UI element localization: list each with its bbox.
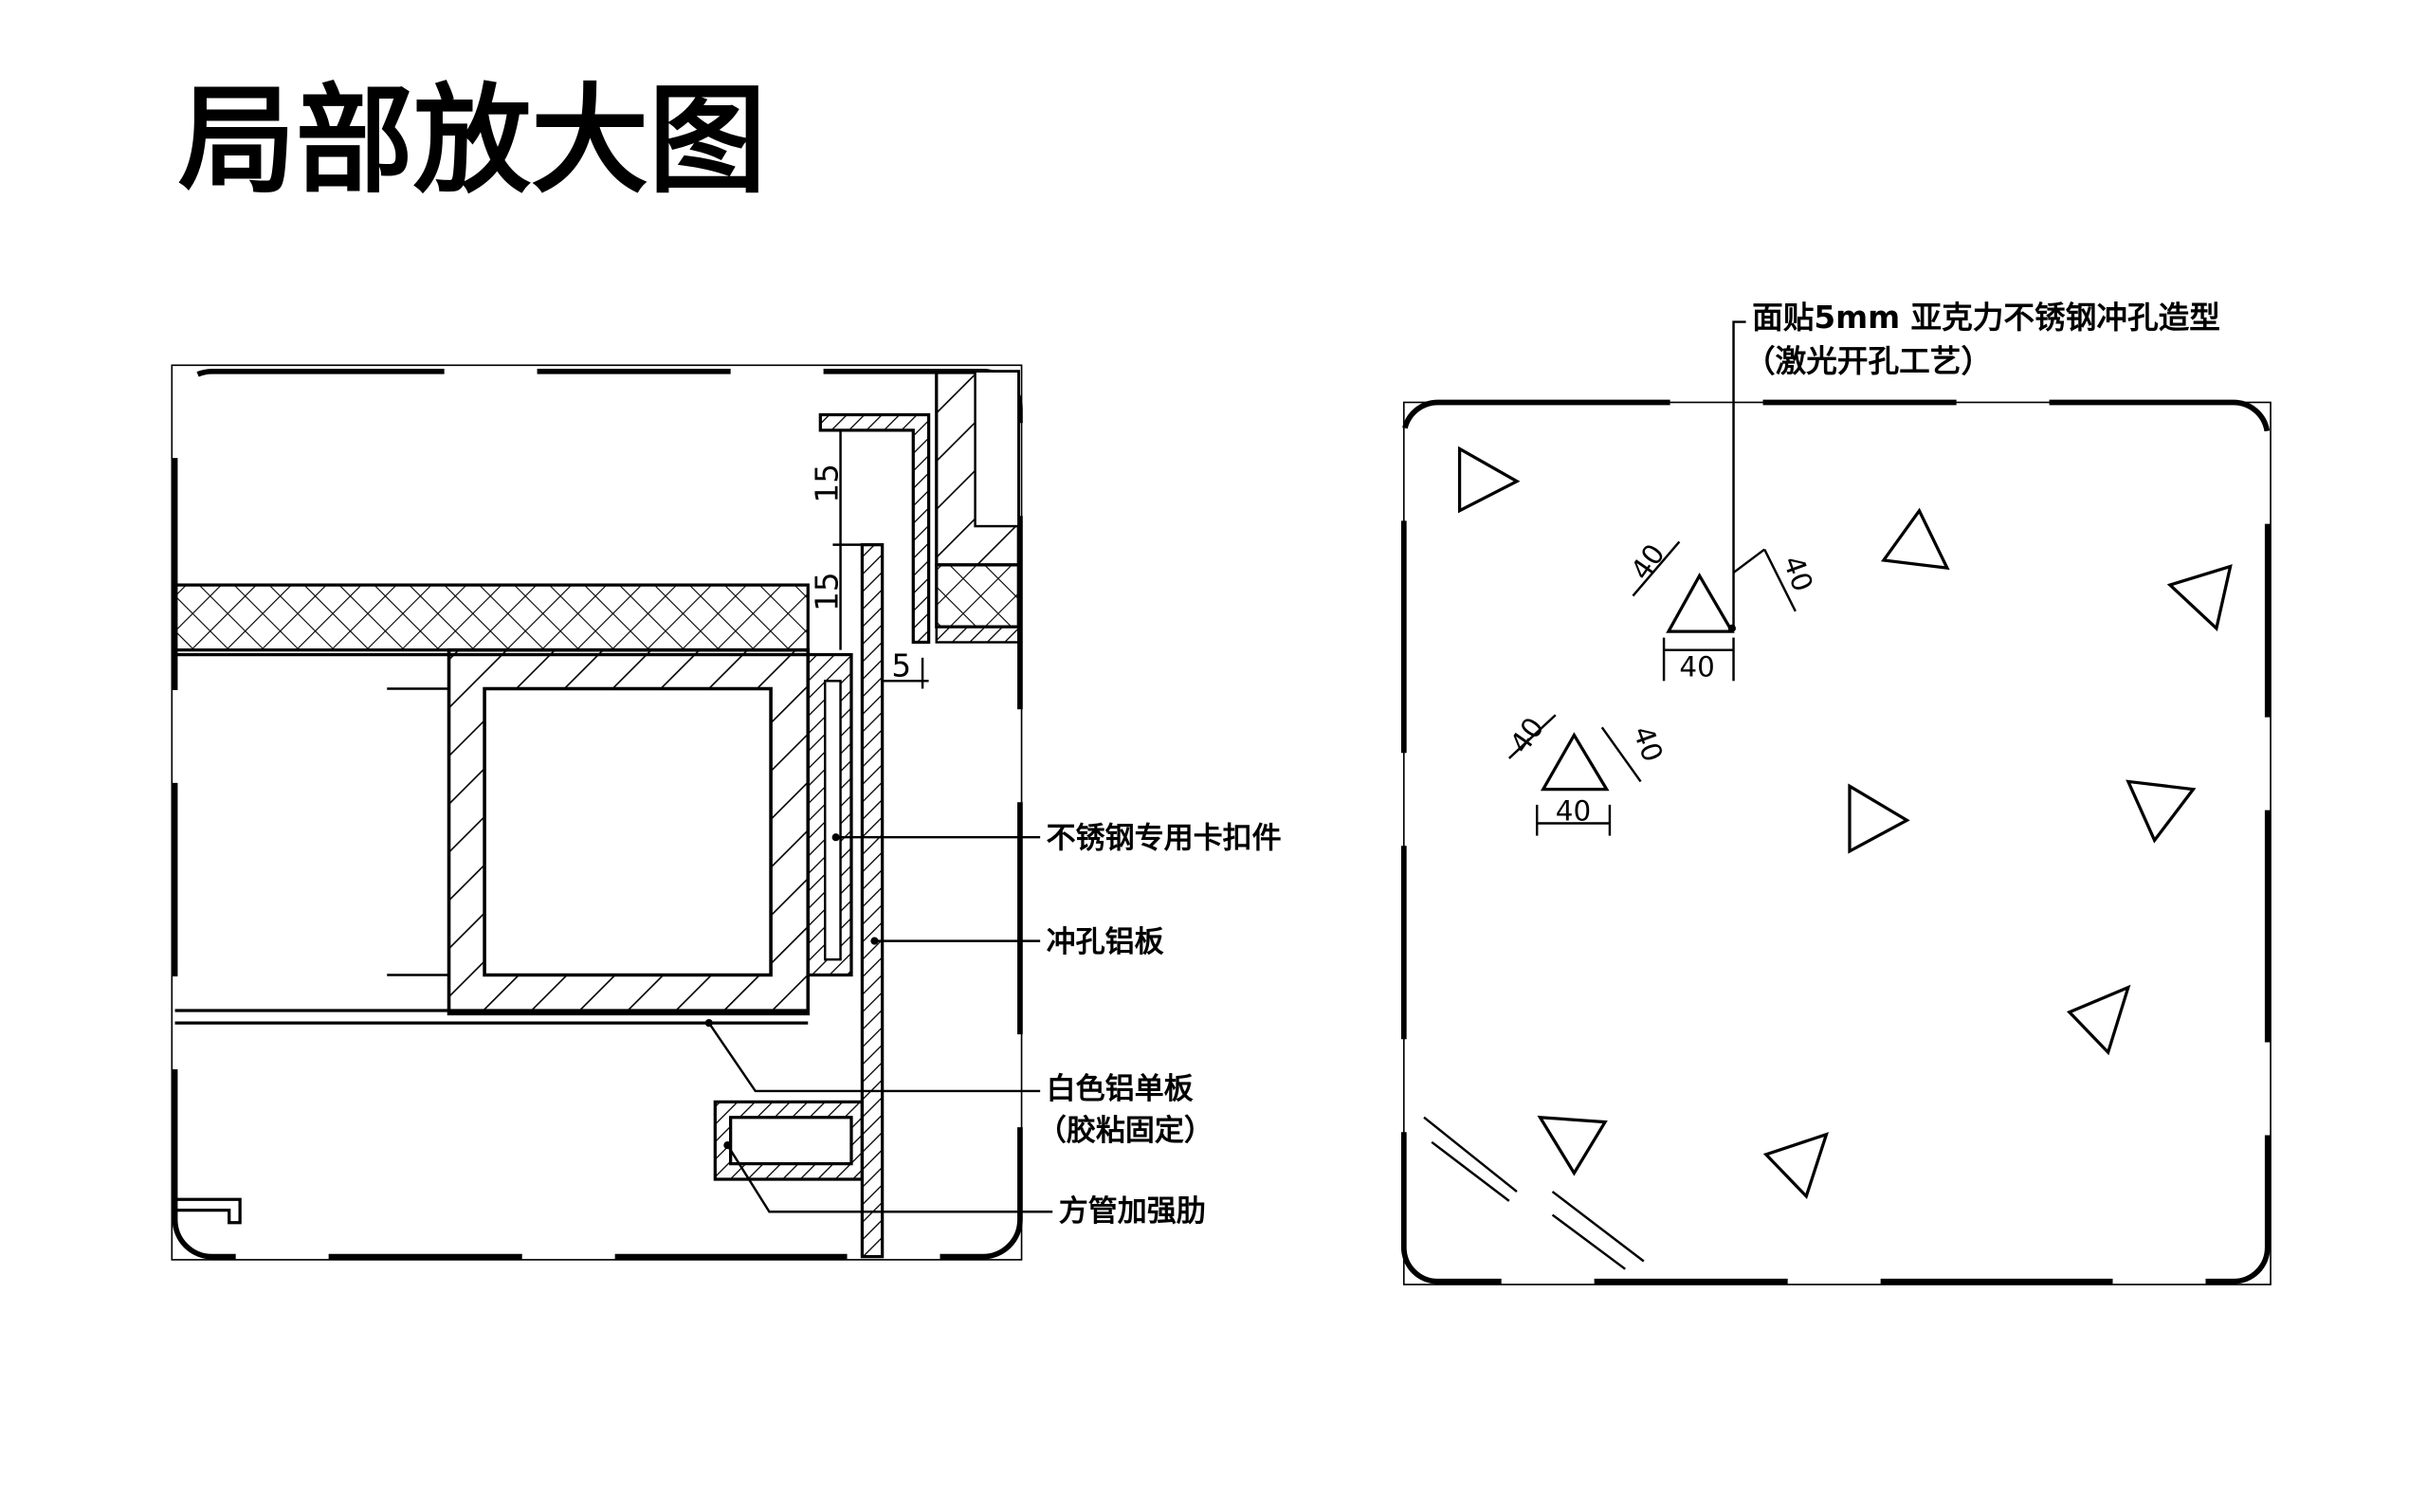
square-tube-stiffener bbox=[713, 1100, 865, 1181]
left-section-detail: 15 15 5 不锈钢专用卡扣件 冲孔铝板 白色铝单板 （胶粘固定） 方管加强肋 bbox=[171, 364, 1282, 1261]
label-glue-fixed: （胶粘固定） bbox=[1037, 1114, 1214, 1148]
dim-40: 40 bbox=[1556, 794, 1591, 827]
dim-40: 40 bbox=[1679, 650, 1714, 683]
page-title: 局部放大图 bbox=[178, 73, 766, 209]
dim-15-upper: 15 bbox=[809, 464, 845, 503]
triangle-holes bbox=[1457, 446, 2233, 1200]
left-frame-border bbox=[172, 368, 1023, 1260]
note-acrylic-panel: 面贴5mm 亚克力不锈钢冲孔造型 bbox=[1752, 300, 2220, 336]
right-frame-border bbox=[1400, 399, 2271, 1284]
dim-5: 5 bbox=[891, 647, 911, 683]
label-white-panel: 白色铝单板 bbox=[1047, 1072, 1194, 1106]
insulation-layer bbox=[173, 583, 810, 652]
dim-40: 40 bbox=[1504, 712, 1550, 759]
perforated-aluminum-panel bbox=[860, 543, 885, 1259]
dim-40: 40 bbox=[1627, 721, 1670, 766]
dim-15-lower: 15 bbox=[809, 572, 845, 611]
dim-40: 40 bbox=[1624, 538, 1670, 586]
steel-tube-section bbox=[447, 647, 811, 1016]
note-laser-process: （激光开孔工艺） bbox=[1744, 343, 1992, 379]
top-bracket bbox=[818, 412, 931, 645]
label-stainless-clip: 不锈钢专用卡扣件 bbox=[1047, 822, 1282, 856]
label-perforated-panel: 冲孔铝板 bbox=[1047, 925, 1164, 959]
right-elevation-detail: 40 40 40 40 40 40 面贴5mm 亚克力不锈钢冲孔造型 （激光开孔… bbox=[1400, 300, 2272, 1285]
label-square-tube: 方管加强肋 bbox=[1059, 1194, 1206, 1229]
